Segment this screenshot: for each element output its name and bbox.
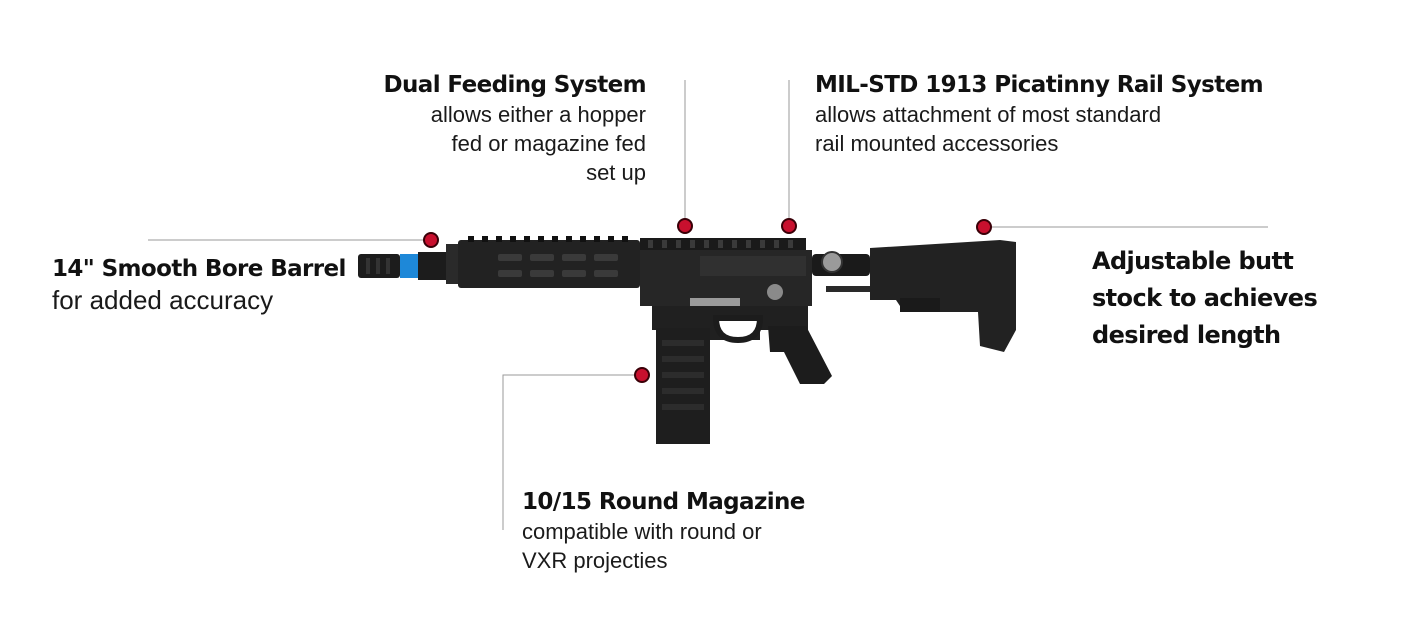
leader-line-magazine — [502, 374, 635, 530]
callout-butt-stock: Adjustable butt stock to achieves desire… — [1092, 243, 1318, 354]
callout-title: Dual Feeding System — [383, 72, 647, 98]
callout-title: 10/15 Round Magazine — [522, 489, 805, 515]
pointer-markers — [423, 218, 992, 383]
marker-dot-stock — [976, 219, 992, 235]
callout-magazine: 10/15 Round Magazine compatible with rou… — [522, 487, 805, 575]
callout-title-line: Adjustable butt — [1092, 247, 1294, 275]
callout-title-line: stock to achieves — [1092, 284, 1318, 312]
marker-dot-dual-feeding — [677, 218, 693, 234]
callout-barrel: 14" Smooth Bore Barrel for added accurac… — [52, 254, 346, 316]
callout-description-line: for added accuracy — [52, 285, 274, 315]
handguard — [458, 240, 640, 288]
callout-description-line: rail mounted accessories — [815, 131, 1059, 156]
callout-description-line: allows either a hopper — [430, 102, 646, 127]
paintball-marker-image — [358, 218, 1016, 444]
pressure-gauge — [821, 251, 843, 273]
callout-dual-feeding: Dual Feeding System allows either a hopp… — [383, 70, 647, 187]
marker-dot-magazine — [634, 367, 650, 383]
pistol-grip — [768, 326, 832, 384]
marker-dot-barrel — [423, 232, 439, 248]
callout-title: 14" Smooth Bore Barrel — [52, 256, 346, 282]
callout-description-line: allows attachment of most standard — [815, 102, 1162, 127]
callout-title-line: desired length — [1092, 321, 1281, 349]
callout-description-line: VXR projecties — [522, 548, 668, 573]
butt-stock — [870, 240, 1016, 352]
callout-title: MIL-STD 1913 Picatinny Rail System — [815, 72, 1264, 98]
marker-dot-picatinny — [781, 218, 797, 234]
trigger-guard — [712, 315, 764, 344]
barrel — [418, 252, 446, 280]
callout-description-line: compatible with round or — [522, 519, 762, 544]
callout-description-line: fed or magazine fed — [451, 131, 646, 156]
barrel-blue-ring — [400, 254, 418, 278]
callout-description-line: set up — [586, 160, 646, 185]
callout-picatinny-rail: MIL-STD 1913 Picatinny Rail System allow… — [815, 70, 1264, 158]
